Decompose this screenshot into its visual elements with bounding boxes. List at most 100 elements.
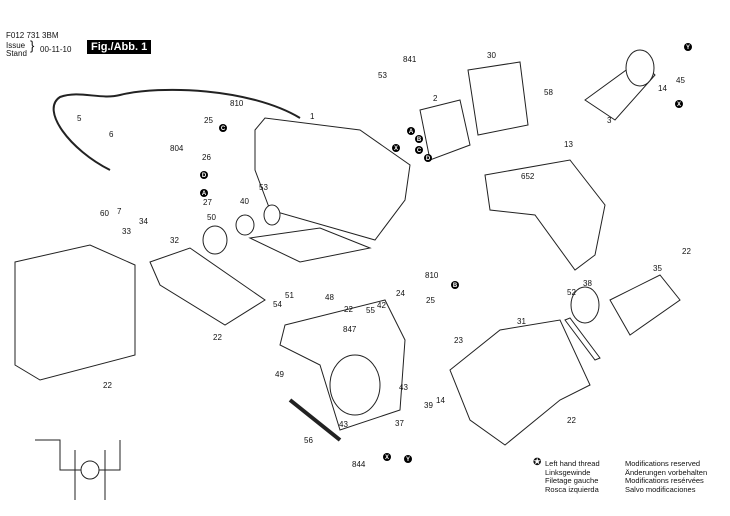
connector-X: X [675, 100, 683, 108]
part-label: 23 [454, 336, 463, 345]
bearing-40 [235, 214, 255, 236]
part-label: 7 [117, 207, 122, 216]
part-label: 27 [203, 198, 212, 207]
part-drawings [14, 49, 681, 500]
part-label: 54 [273, 300, 282, 309]
svg-text:Y: Y [686, 45, 690, 51]
bracket-30 [467, 61, 529, 136]
svg-text:C: C [417, 148, 422, 154]
part-label: 1 [310, 112, 315, 121]
svg-text:X: X [394, 146, 398, 152]
part-label: 810 [425, 271, 439, 280]
svg-text:Y: Y [406, 457, 410, 463]
part-label: 24 [396, 289, 405, 298]
housing-half-left [14, 244, 136, 381]
connector-Y: Y [684, 43, 692, 51]
modifications-legend: Modifications reserved Änderungen vorbeh… [625, 459, 708, 494]
part-label: 31 [517, 317, 526, 326]
rod-56 [288, 398, 342, 442]
part-label: 43 [399, 383, 408, 392]
svg-text:X: X [677, 102, 681, 108]
part-label: 804 [170, 144, 184, 153]
part-labels: 841 30 53 810 1 2 58 14 45 5 6 25 804 26… [77, 51, 691, 469]
part-label: 13 [564, 140, 573, 149]
svg-text:A: A [409, 129, 414, 135]
issue-label: Issue [6, 41, 26, 50]
motor-symbol [80, 460, 100, 480]
part-label: 58 [544, 88, 553, 97]
connector-X: X [392, 144, 400, 152]
drum-50 [202, 225, 228, 255]
part-label: 841 [403, 55, 417, 64]
svg-text:D: D [426, 156, 431, 162]
connector-A: A [200, 189, 208, 197]
part-label: 34 [139, 217, 148, 226]
wiring-diagram [35, 439, 121, 500]
part-label: 48 [325, 293, 334, 302]
part-label: 5 [77, 114, 82, 123]
connector-A: A [407, 127, 415, 135]
issue-date: 00-11-10 [40, 45, 72, 54]
fan-3 [625, 49, 655, 87]
belt-52 [564, 317, 601, 361]
part-label: 847 [343, 325, 357, 334]
svg-text:X: X [385, 455, 389, 461]
connector-D: D [424, 154, 432, 162]
motor-carrier [329, 354, 381, 416]
part-label: 652 [521, 172, 535, 181]
svg-text:C: C [221, 126, 226, 132]
part-label: 810 [230, 99, 244, 108]
brace: } [30, 38, 35, 53]
part-label: 22 [213, 333, 222, 342]
part-label: 39 [424, 401, 433, 410]
stator-2 [419, 99, 471, 161]
part-label: 14 [658, 84, 667, 93]
part-label: 32 [170, 236, 179, 245]
part-label: 25 [204, 116, 213, 125]
part-label: 56 [304, 436, 313, 445]
part-label: 22 [567, 416, 576, 425]
svg-text:D: D [202, 173, 207, 179]
handle-32 [149, 247, 266, 326]
connector-markers: A B C D X C D A Y X B X Y [200, 43, 692, 463]
part-label: 51 [285, 291, 294, 300]
part-label: 30 [487, 51, 496, 60]
part-label: 14 [436, 396, 445, 405]
connector-B: B [415, 135, 423, 143]
part-label: 49 [275, 370, 284, 379]
gear-cover-31 [449, 319, 591, 446]
left-hand-thread-legend: ✪ Left hand thread Linksgewinde Filetage… [533, 457, 600, 494]
connector-C: C [219, 124, 227, 132]
platen-48 [248, 227, 372, 263]
svg-text:A: A [202, 191, 207, 197]
connector-B: B [451, 281, 459, 289]
part-label: 26 [202, 153, 211, 162]
part-label: 25 [426, 296, 435, 305]
part-label: 45 [676, 76, 685, 85]
part-label: 22 [344, 305, 353, 314]
gear-38 [570, 286, 600, 324]
part-label: 844 [352, 460, 366, 469]
figure-label: Fig./Abb. 1 [87, 40, 152, 54]
roller-53 [263, 204, 281, 226]
document-number: F012 731 3BM [6, 31, 59, 40]
part-label: 22 [682, 247, 691, 256]
connector-X: X [383, 453, 391, 461]
part-label: 42 [377, 301, 386, 310]
left-hand-thread-icon: ✪ [533, 457, 542, 468]
part-label: 53 [378, 71, 387, 80]
part-label: 3 [607, 116, 612, 125]
cable [52, 88, 301, 171]
connector-D: D [200, 171, 208, 179]
part-label: 6 [109, 130, 114, 139]
part-label: 35 [653, 264, 662, 273]
part-label: 60 [100, 209, 109, 218]
stand-label: Stand [6, 49, 27, 58]
part-label: 53 [259, 183, 268, 192]
connector-Y: Y [404, 455, 412, 463]
cover-35 [609, 274, 681, 336]
part-label: 43 [339, 420, 348, 429]
svg-text:B: B [453, 283, 458, 289]
part-label: 2 [433, 94, 438, 103]
